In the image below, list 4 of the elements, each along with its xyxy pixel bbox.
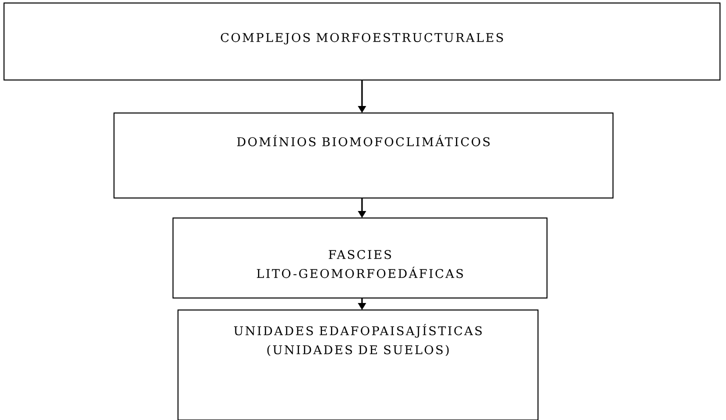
process-box: DOMÍNIOS BIOMOFOCLIMÁTICOS (114, 112, 614, 198)
process-box: FASCIES LITO-GEOMORFOEDÁFICAS (172, 218, 548, 298)
process-box: COMPLEJOS MORFOESTRUCTURALES (4, 2, 720, 80)
process-box: UNIDADES EDAFOPAISAJÍSTICAS (UNIDADES DE SUELOS) (178, 309, 538, 420)
